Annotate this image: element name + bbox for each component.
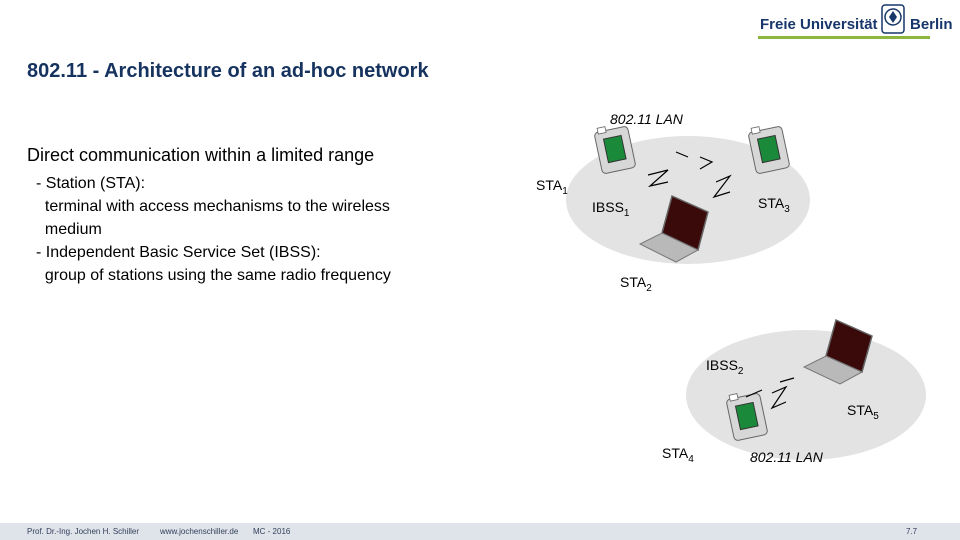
- lan-bottom-label: 802.11 LAN: [750, 449, 823, 465]
- sta5-label: STA5: [847, 402, 879, 422]
- footer-website[interactable]: www.jochenschiller.de: [160, 527, 238, 536]
- sta3-label: STA3: [758, 195, 790, 215]
- footer-course: MC - 2016: [253, 527, 290, 536]
- footer-page-number: 7.7: [906, 527, 917, 536]
- ibss2-label: IBSS2: [706, 357, 743, 377]
- footer-bar: [0, 523, 960, 540]
- sta2-label: STA2: [620, 274, 652, 294]
- sta4-label: STA4: [662, 445, 694, 465]
- sta1-label: STA1: [536, 177, 568, 197]
- ibss1-label: IBSS1: [592, 199, 629, 219]
- lan-top-label: 802.11 LAN: [610, 111, 683, 127]
- footer-author: Prof. Dr.-Ing. Jochen H. Schiller: [27, 527, 139, 536]
- ibss2-ellipse: [686, 330, 926, 460]
